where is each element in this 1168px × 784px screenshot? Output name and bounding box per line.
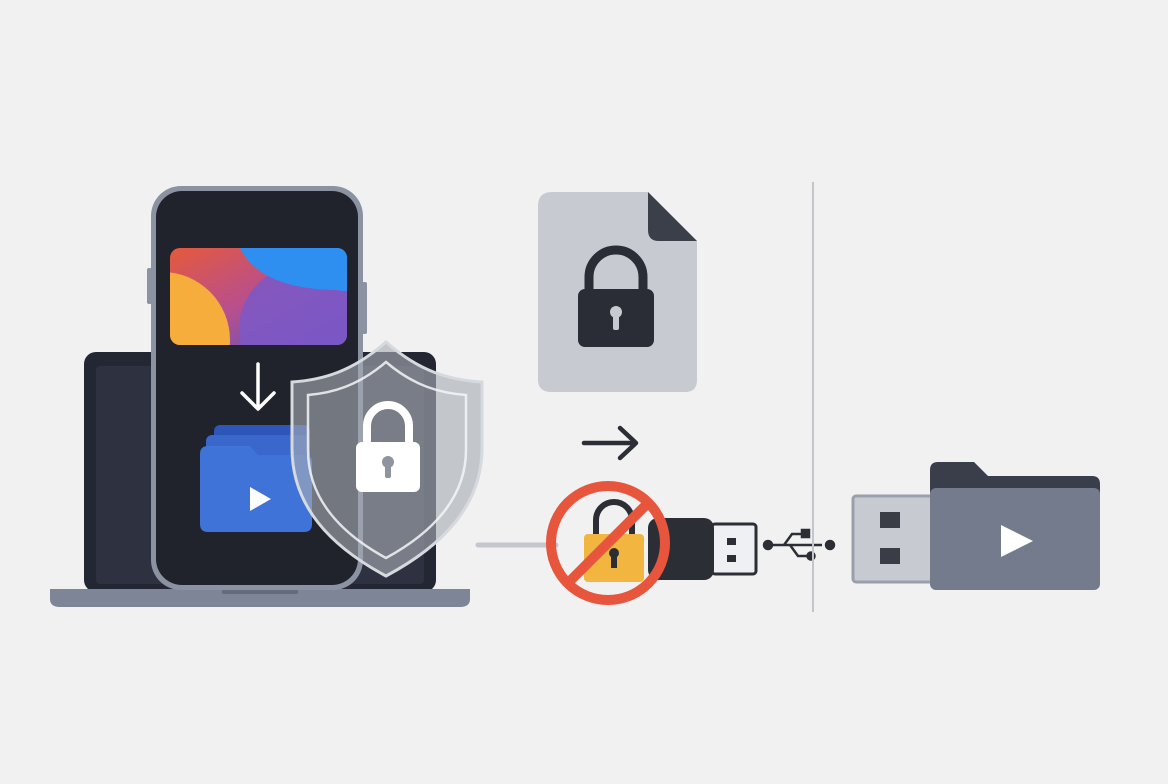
play-icon xyxy=(250,487,271,511)
shield-lock-icon xyxy=(290,340,484,578)
arrow-right-icon xyxy=(581,425,639,461)
media-thumbnail xyxy=(170,248,347,345)
video-folder-icon xyxy=(200,425,312,532)
locked-file-icon xyxy=(538,192,697,392)
usb-symbol-icon xyxy=(762,528,836,561)
prohibited-icon xyxy=(546,481,670,605)
usb-drive-folder-icon xyxy=(851,462,1100,590)
arrow-down-icon xyxy=(240,362,276,411)
play-icon xyxy=(1001,525,1033,557)
